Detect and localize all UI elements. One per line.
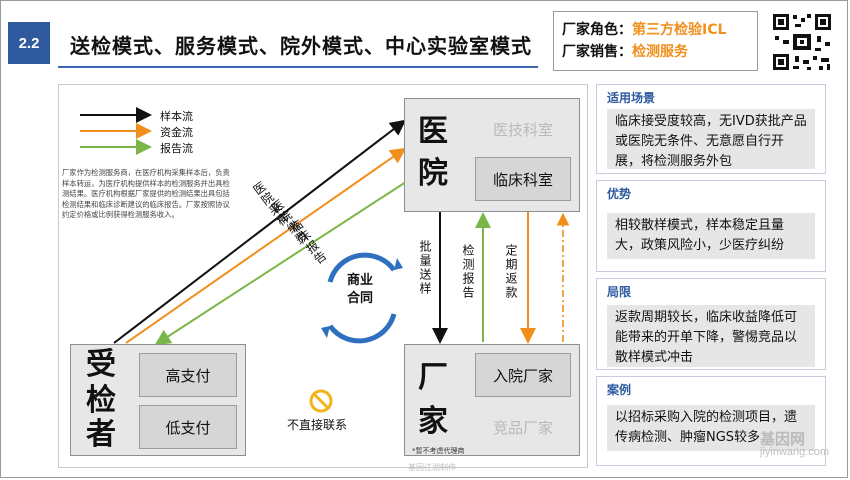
panel-limitation-title: 局限 xyxy=(607,285,632,299)
vendor-char-1: 厂 xyxy=(418,360,448,395)
model-description: 厂家作为检测服务商，在医疗机构采集样本后，负责样本转运，为医疗机构提供样本的检测… xyxy=(62,168,230,219)
competitor-vendor-label: 竞品厂家 xyxy=(493,419,554,437)
patient-char-1: 受 xyxy=(86,347,116,382)
panel-scenario: 适用场景 临床接受度较高，无IVD获批产品或医院无条件、无意愿自行开展，将检测服… xyxy=(596,84,826,174)
contract-label: 商业 合同 xyxy=(330,272,390,308)
hospital-char-2: 院 xyxy=(418,156,448,191)
panel-scenario-body: 临床接受度较高，无IVD获批产品或医院无条件、无意愿自行开展，将检测服务外包 xyxy=(607,109,815,169)
role-key: 厂家角色： xyxy=(562,22,632,38)
high-pay-box: 高支付 xyxy=(139,353,237,397)
role-value: 第三方检验ICL xyxy=(632,22,727,38)
panel-case-title: 案例 xyxy=(607,383,632,397)
hospital-char-1: 医 xyxy=(418,114,448,149)
title-underline xyxy=(58,66,538,68)
site-watermark-url: jiyinwang.com xyxy=(760,446,830,458)
sales-value: 检测服务 xyxy=(632,44,688,60)
patient-box: 受 检 者 高支付 低支付 xyxy=(70,344,246,456)
panel-advantage-title: 优势 xyxy=(607,187,632,201)
medtech-dept-label: 医技科室 xyxy=(493,121,554,139)
in-hospital-vendor-box: 入院厂家 xyxy=(475,353,571,397)
panel-advantage: 优势 相较散样模式，样本稳定且量大，政策风险小，少医疗纠纷 xyxy=(596,180,826,272)
agent-footnote: *暂不考虑代理商 xyxy=(412,447,465,455)
panel-limitation-body: 返款周期较长，临床收益降低可能带来的开单下降，警惕竞品以散样模式冲击 xyxy=(607,305,815,367)
contract-cycle-arrowhead-bottom xyxy=(321,326,330,338)
arrow-report-to-patient xyxy=(154,177,413,346)
diagram-area xyxy=(58,84,588,468)
arrow-fee-to-hospital xyxy=(125,147,407,344)
patient-char-3: 者 xyxy=(86,417,116,452)
panel-scenario-title: 适用场景 xyxy=(607,91,656,105)
contract-cycle-arc-top xyxy=(327,252,397,283)
patient-char-2: 检 xyxy=(86,383,116,418)
no-contact-label: 不直接联系 xyxy=(287,418,348,432)
prohibited-icon xyxy=(309,389,333,413)
page-title: 送检模式、服务模式、院外模式、中心实验室模式 xyxy=(70,34,532,58)
site-watermark: 基因网 xyxy=(760,430,806,448)
legend-label-money: 资金流 xyxy=(160,126,193,139)
panel-limitation: 局限 返款周期较长，临床收益降低可能带来的开单下降，警惕竞品以散样模式冲击 xyxy=(596,278,826,370)
contract-label-line2: 合同 xyxy=(346,291,373,306)
low-pay-box: 低支付 xyxy=(139,405,237,449)
qr-code-icon xyxy=(771,12,833,72)
label-periodic-rebate: 定期返款 xyxy=(504,244,518,300)
vendor-char-2: 家 xyxy=(418,404,448,439)
panel-advantage-body: 相较散样模式，样本稳定且量大，政策风险小，少医疗纠纷 xyxy=(607,213,815,259)
clinical-dept-box: 临床科室 xyxy=(475,157,571,201)
vendor-box: 厂 家 入院厂家 竞品厂家 xyxy=(404,344,580,456)
label-batch-send: 批量送样 xyxy=(418,240,432,296)
section-number-badge: 2.2 xyxy=(8,22,50,64)
vendor-role-box: 厂家角色：第三方检验ICL 厂家销售：检测服务 xyxy=(553,11,758,71)
contract-cycle-arc-bottom xyxy=(327,313,397,344)
legend-label-report: 报告流 xyxy=(160,142,193,155)
hospital-box: 医 院 医技科室 临床科室 xyxy=(404,98,580,212)
panel-case: 案例 以招标采购入院的检测项目，遗传病检测、肿瘤NGS较多 xyxy=(596,376,826,466)
contract-label-line1: 商业 xyxy=(346,273,373,288)
legend-label-sample: 样本流 xyxy=(160,110,193,123)
author-note: 基因江湖制作 xyxy=(408,463,456,472)
panel-case-body: 以招标采购入院的检测项目，遗传病检测、肿瘤NGS较多 xyxy=(607,405,815,451)
contract-cycle-arrowhead-top xyxy=(394,258,403,270)
label-test-report: 检测报告 xyxy=(461,244,475,300)
arrow-sample-to-hospital xyxy=(113,119,407,344)
sales-key: 厂家销售： xyxy=(562,44,632,60)
